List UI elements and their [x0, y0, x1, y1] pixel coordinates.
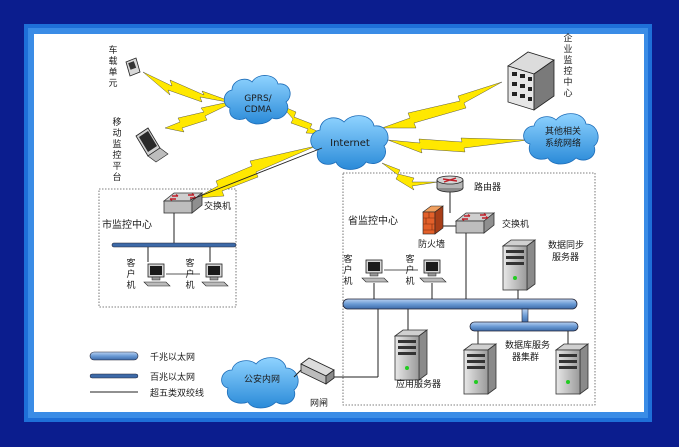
svg-text:控: 控 — [112, 149, 121, 161]
svg-text:监: 监 — [112, 138, 121, 150]
db-cluster-label-line2: 器集群 — [512, 351, 539, 363]
city-client-2-label: 客 户 机 — [185, 257, 194, 291]
mobile-platform-label: 移 动 监 控 平 台 — [112, 116, 121, 183]
police-network-label: 公安内网 — [244, 373, 280, 385]
sync-server-label-line2: 服务器 — [552, 251, 579, 263]
legend-gigabit-label: 千兆以太网 — [150, 351, 195, 363]
city-client-1-label: 客 户 机 — [126, 257, 135, 291]
app-server-icon — [394, 329, 428, 381]
svg-text:车: 车 — [108, 44, 117, 56]
other-network-cloud: 其他相关 系统网络 — [523, 113, 599, 165]
svg-text:客: 客 — [185, 257, 194, 269]
router-icon — [436, 175, 464, 193]
svg-text:户: 户 — [343, 264, 352, 276]
laptop-icon — [135, 127, 169, 163]
gprs-cloud: GPRS/ CDMA — [223, 75, 291, 125]
internet-cloud: Internet — [310, 115, 389, 170]
lightning-internet-enterprise — [381, 81, 503, 129]
svg-text:机: 机 — [405, 275, 414, 287]
city-switch-internet-link — [189, 147, 323, 201]
gprs-label-line1: GPRS/ — [244, 94, 272, 104]
svg-text:机: 机 — [185, 279, 194, 291]
svg-text:客: 客 — [126, 257, 135, 269]
province-switch-icon — [455, 212, 495, 234]
firewall-icon — [422, 205, 444, 235]
firewall-label: 防火墙 — [418, 238, 445, 250]
city-region-box — [98, 188, 237, 308]
gateway-icon — [300, 357, 335, 385]
svg-text:心: 心 — [563, 88, 572, 99]
svg-text:机: 机 — [126, 279, 135, 291]
province-center-label: 省监控中心 — [348, 214, 398, 227]
city-switch-icon — [163, 192, 203, 214]
svg-text:平: 平 — [112, 161, 121, 172]
police-network-cloud: 公安内网 — [221, 357, 299, 409]
sync-server-label-line1: 数据同步 — [548, 239, 584, 251]
legend-fast-symbol — [89, 373, 139, 379]
db-cluster-gigabit-bus — [469, 321, 579, 332]
gateway-label: 网闸 — [310, 398, 328, 409]
legend-cat5e-label: 超五类双绞线 — [150, 387, 204, 399]
svg-text:元: 元 — [108, 79, 117, 89]
city-center-label: 市监控中心 — [102, 218, 152, 231]
svg-text:企: 企 — [563, 32, 572, 44]
province-region-box — [342, 172, 596, 406]
svg-text:移: 移 — [112, 116, 121, 128]
legend-fast-label: 百兆以太网 — [150, 371, 195, 383]
svg-text:客: 客 — [343, 253, 352, 265]
vehicle-unit-label: 车 载 单 元 — [108, 44, 117, 89]
legend: 千兆以太网 百兆以太网 超五类双绞线 — [89, 351, 204, 399]
db-server-1-icon — [463, 343, 497, 395]
svg-text:户: 户 — [126, 268, 135, 280]
svg-text:中: 中 — [563, 76, 572, 88]
sync-server-icon — [502, 239, 536, 291]
vehicle-unit-icon — [125, 57, 141, 77]
city-fast-ethernet-bus — [111, 242, 237, 248]
svg-text:户: 户 — [185, 268, 194, 280]
svg-text:动: 动 — [112, 128, 121, 139]
db-server-2-icon — [555, 343, 589, 395]
svg-text:载: 载 — [108, 55, 117, 67]
other-network-label-line1: 其他相关 — [545, 125, 581, 137]
city-switch-label: 交换机 — [204, 200, 231, 212]
legend-gigabit-symbol — [89, 351, 139, 361]
svg-text:客: 客 — [405, 253, 414, 265]
svg-text:单: 单 — [108, 66, 117, 78]
svg-text:控: 控 — [563, 65, 572, 77]
province-client-2-label: 客 户 机 — [405, 253, 414, 287]
svg-text:机: 机 — [343, 275, 352, 287]
db-cluster-label-line1: 数据库服务 — [505, 339, 550, 351]
internet-label: Internet — [330, 138, 370, 149]
province-switch-label: 交换机 — [502, 218, 529, 230]
enterprise-server-icon — [507, 51, 555, 111]
svg-text:户: 户 — [405, 264, 414, 276]
gprs-label-line2: CDMA — [244, 105, 272, 115]
enterprise-center-label: 企 业 监 控 中 心 — [563, 32, 572, 99]
svg-text:台: 台 — [112, 171, 121, 183]
svg-text:业: 业 — [563, 44, 572, 55]
svg-text:监: 监 — [563, 54, 572, 66]
router-label: 路由器 — [474, 181, 501, 193]
province-gigabit-bus — [342, 298, 578, 310]
province-client-1-label: 客 户 机 — [343, 253, 352, 287]
other-network-label-line2: 系统网络 — [545, 137, 581, 149]
app-server-label: 应用服务器 — [396, 378, 441, 390]
